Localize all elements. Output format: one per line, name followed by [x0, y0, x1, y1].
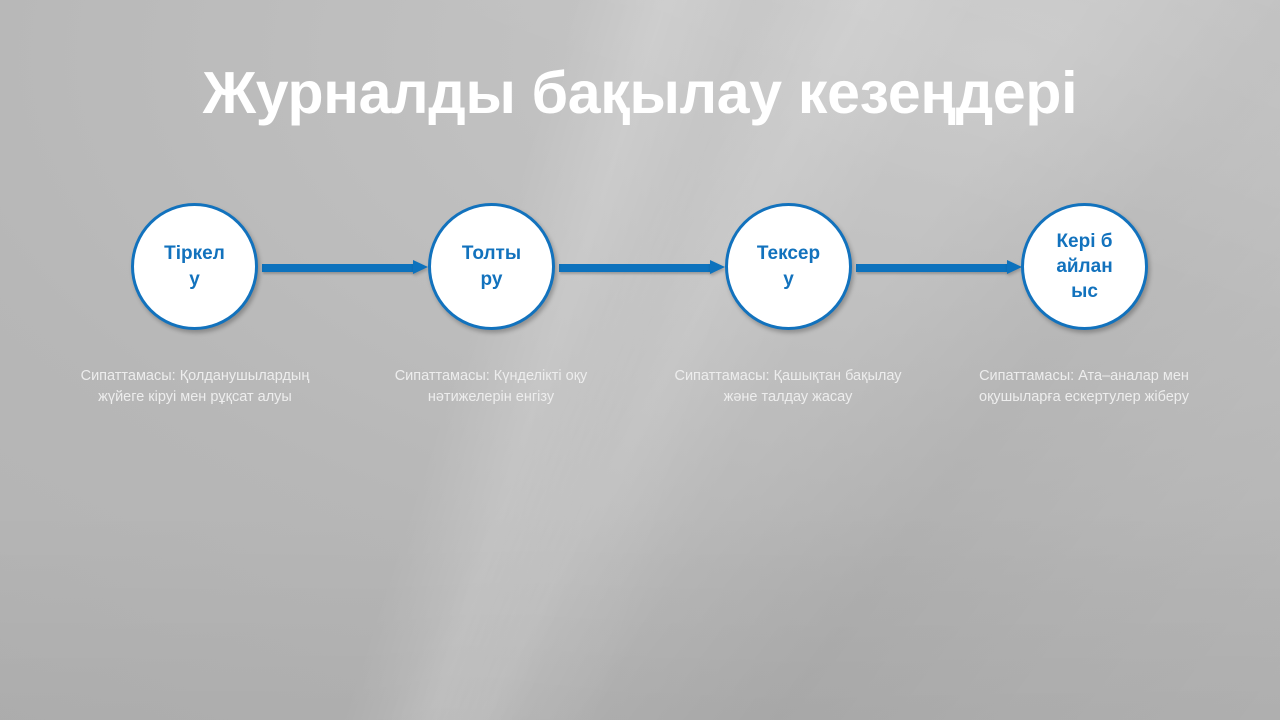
arrow-step2-to-step3	[559, 260, 725, 275]
step-label: Тіркелу	[164, 243, 225, 290]
process-step-1[interactable]: Тіркелу	[131, 203, 258, 330]
step-label: Кері байланыс	[1056, 230, 1113, 303]
arrow-head-icon	[413, 260, 428, 274]
arrow-step1-to-step2	[262, 260, 428, 275]
step-circle[interactable]: Тіркелу	[131, 203, 258, 330]
step-caption-2: Сипаттамасы: Күнделікті оқу нәтижелерін …	[394, 368, 588, 406]
step-label: Тексеру	[756, 243, 821, 290]
arrow-step3-to-step4	[856, 260, 1022, 275]
step-caption-1: Сипаттамасы: Қолданушылардың жүйеге кіру…	[80, 368, 310, 406]
arrow-head-icon	[1007, 260, 1022, 274]
arrow-shaft	[262, 264, 414, 272]
step-caption-4: Сипаттамасы: Ата–аналар мен оқушыларға е…	[979, 368, 1189, 406]
step-label: Толтыру	[461, 243, 522, 290]
step-circle[interactable]: Тексеру	[725, 203, 852, 330]
process-step-2[interactable]: Толтыру	[428, 203, 555, 330]
step-circle[interactable]: Кері байланыс	[1021, 203, 1148, 330]
step-circle[interactable]: Толтыру	[428, 203, 555, 330]
step-caption-3: Сипаттамасы: Қашықтан бақылау және талда…	[674, 368, 902, 406]
arrow-head-icon	[710, 260, 725, 274]
arrow-shaft	[559, 264, 711, 272]
process-step-3[interactable]: Тексеру	[725, 203, 852, 330]
process-step-4[interactable]: Кері байланыс	[1021, 203, 1148, 330]
page-title: Журналды бақылау кезеңдері	[202, 60, 1078, 126]
arrow-shaft	[856, 264, 1008, 272]
